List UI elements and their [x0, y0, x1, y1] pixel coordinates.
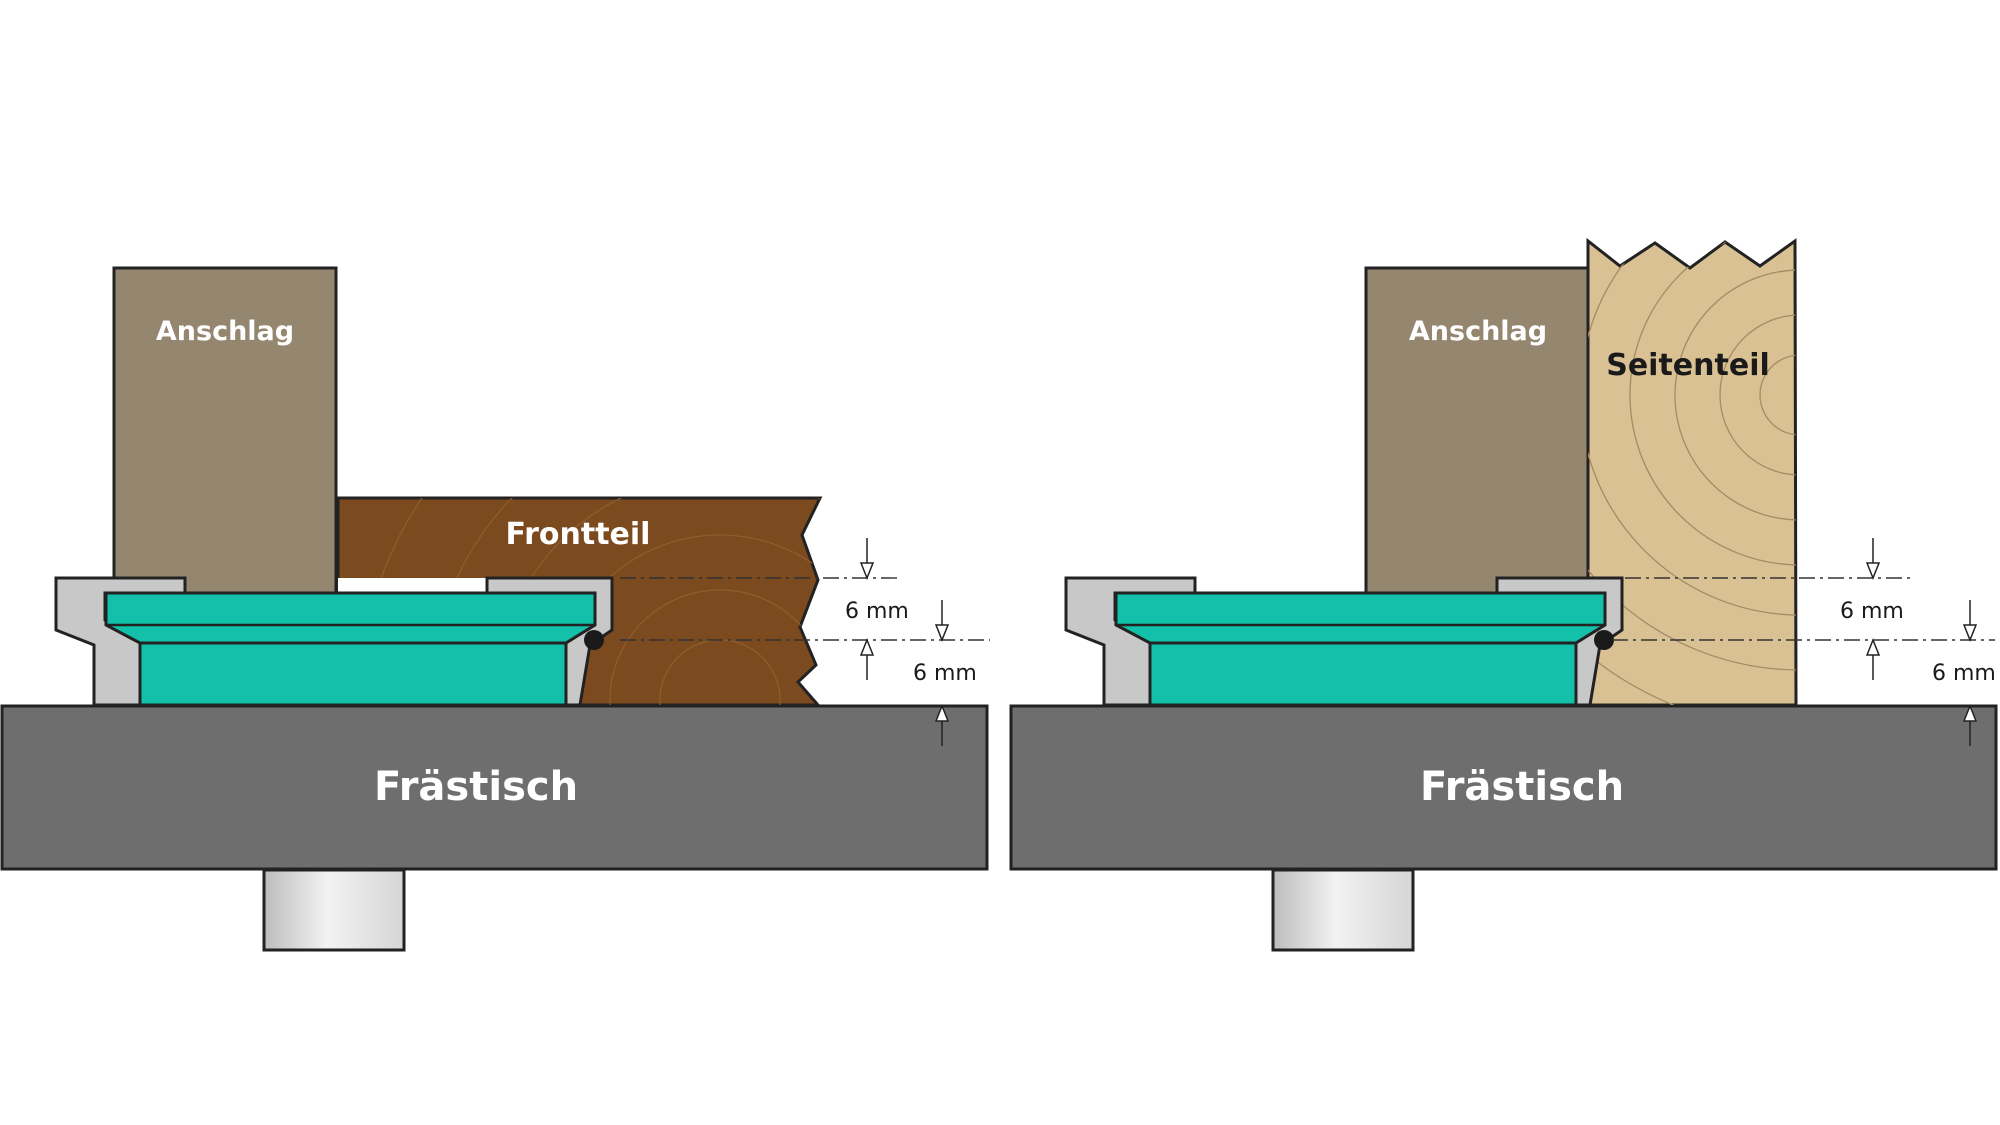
wood-grain	[1588, 241, 1796, 705]
table-label: Frästisch	[1420, 764, 1624, 810]
dimension-arrow-upper	[859, 538, 875, 680]
dimension-label-lower: 6 mm	[1932, 661, 1996, 686]
cutter-head	[1114, 591, 1607, 645]
dimension-label-upper: 6 mm	[845, 599, 909, 624]
fence-label: Anschlag	[1409, 316, 1547, 347]
router-table	[0, 704, 989, 871]
side-workpiece	[1586, 237, 1798, 707]
cutter-body	[138, 641, 568, 707]
spindle-shaft	[262, 868, 406, 952]
bearing-ball	[584, 630, 604, 650]
dimension-arrow-upper	[1865, 538, 1881, 680]
dimension-arrow-lower	[1962, 600, 1978, 746]
dimension-label-upper: 6 mm	[1840, 599, 1904, 624]
table-label: Frästisch	[374, 764, 578, 810]
fence	[1364, 266, 1590, 595]
cutter-head	[104, 591, 597, 645]
workpiece-label: Seitenteil	[1606, 348, 1770, 383]
router-table	[1009, 704, 1998, 871]
fence-label: Anschlag	[156, 316, 294, 347]
workpiece-label: Frontteil	[506, 517, 651, 552]
fence	[112, 266, 338, 595]
dimension-arrow-lower	[934, 600, 950, 746]
dimension-label-lower: 6 mm	[913, 661, 977, 686]
right-panel: Frästisch Anschlag Seitenteil	[1009, 237, 1998, 952]
bearing-ball	[1594, 630, 1614, 650]
cutter-body	[1148, 641, 1578, 707]
spindle-shaft	[1271, 868, 1415, 952]
left-panel: Frästisch Anschlag Frontteil	[0, 266, 990, 952]
